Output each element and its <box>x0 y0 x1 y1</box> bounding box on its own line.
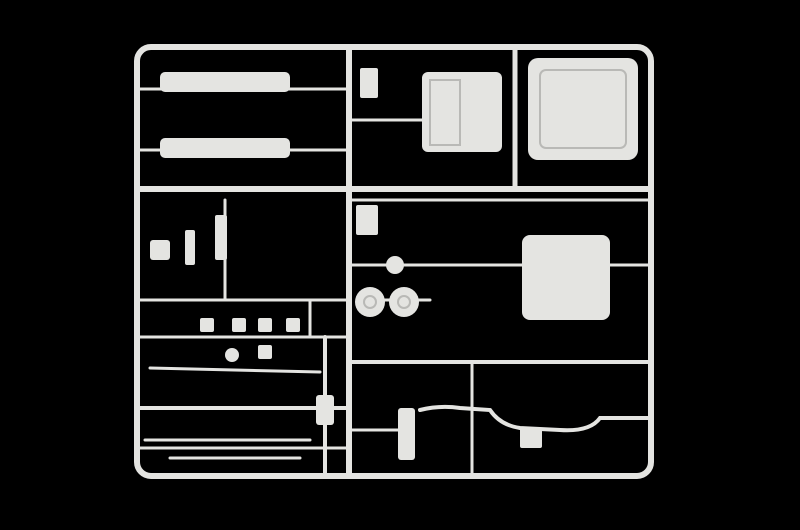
small-part <box>150 240 170 260</box>
small-part <box>200 318 214 332</box>
small-tab-part <box>360 68 378 98</box>
part-details <box>363 69 627 309</box>
knob-part <box>225 348 239 362</box>
rod-part <box>148 366 322 374</box>
small-part <box>286 318 300 332</box>
round-part <box>386 256 404 274</box>
roof-panel-part <box>522 235 610 320</box>
bumper-front-part <box>160 72 290 92</box>
axle-part <box>316 395 334 425</box>
small-part <box>258 318 272 332</box>
small-part <box>232 318 246 332</box>
hood-part <box>528 58 638 160</box>
wheel-part-right <box>389 287 419 317</box>
wheel-part-left <box>355 287 385 317</box>
wheel-hub-detail <box>397 295 411 309</box>
runners <box>134 44 654 479</box>
wheel-hub-detail <box>363 295 377 309</box>
small-part <box>185 230 195 265</box>
small-panel-part <box>356 205 378 235</box>
bumper-rear-part <box>160 138 290 158</box>
hood-detail <box>539 69 627 149</box>
exhaust-pipe-part <box>418 404 653 433</box>
small-part <box>215 215 227 260</box>
parts <box>150 58 638 460</box>
muffler-part <box>398 408 415 460</box>
small-part <box>258 345 272 359</box>
grille-part <box>520 428 542 448</box>
outer-frame <box>134 44 654 479</box>
door-part <box>422 72 502 152</box>
door-window-detail <box>429 79 461 146</box>
